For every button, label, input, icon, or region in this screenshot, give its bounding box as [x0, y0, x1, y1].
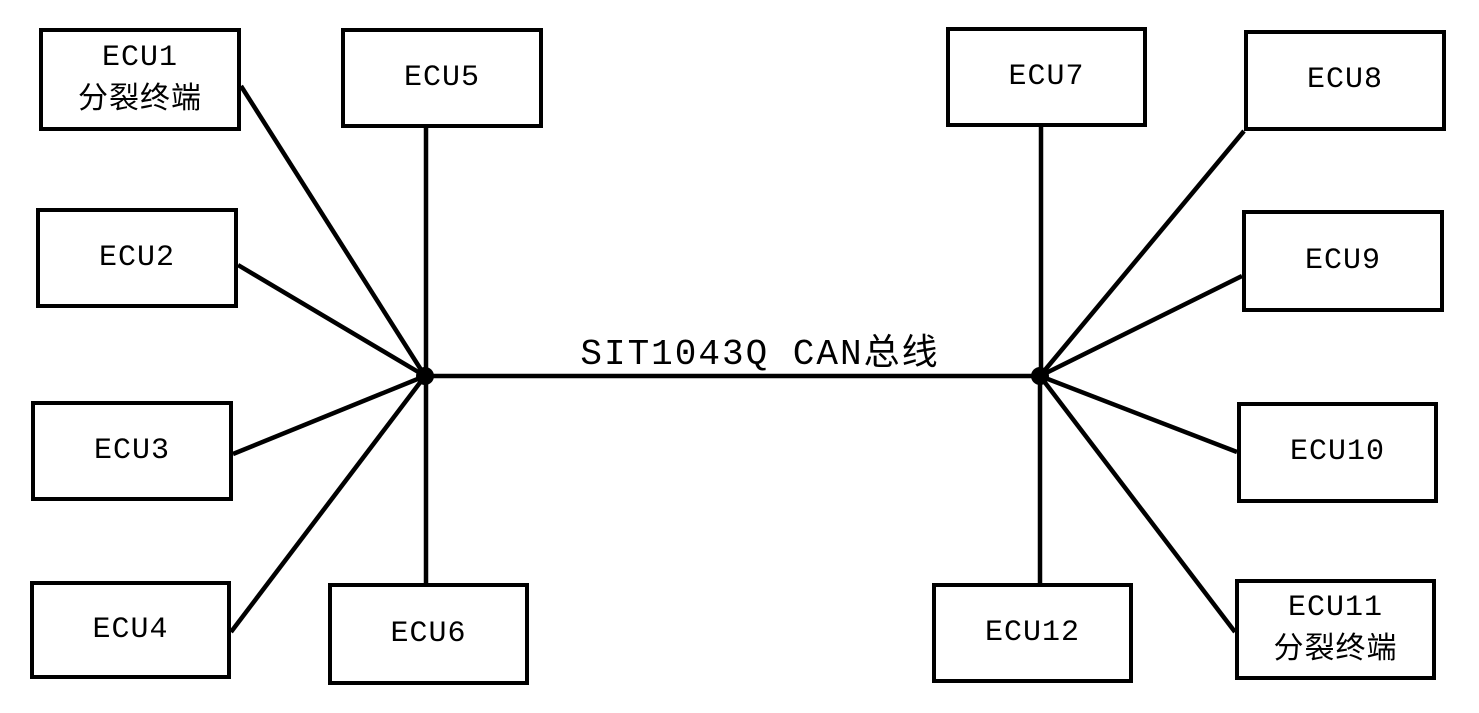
- node-ecu10: ECU10: [1237, 402, 1438, 503]
- edge-ecu3-left-hub: [232, 373, 426, 457]
- right-hub-dot: [1031, 367, 1049, 385]
- node-label: ECU6: [390, 616, 467, 651]
- node-label: ECU5: [403, 60, 480, 95]
- node-label: ECU12: [984, 615, 1080, 650]
- node-ecu8: ECU8: [1244, 30, 1446, 131]
- edge-ecu4-left-hub: [229, 374, 427, 634]
- node-sublabel: 分裂终端: [78, 83, 202, 118]
- node-ecu1: ECU1 分裂终端: [39, 28, 241, 131]
- node-ecu2: ECU2: [36, 208, 238, 308]
- edge-ecu10-right-hub: [1039, 373, 1238, 455]
- node-label: ECU9: [1304, 243, 1381, 278]
- node-ecu3: ECU3: [31, 401, 233, 501]
- node-label: ECU7: [1008, 59, 1085, 94]
- node-label: ECU2: [98, 240, 175, 275]
- node-ecu5: ECU5: [341, 28, 543, 128]
- edge-ecu1-left-hub: [239, 84, 427, 378]
- node-ecu11: ECU11 分裂终端: [1235, 579, 1436, 680]
- node-label: ECU3: [93, 433, 170, 468]
- node-ecu4: ECU4: [30, 581, 231, 679]
- node-label: ECU11: [1287, 590, 1383, 625]
- node-label: ECU10: [1289, 435, 1385, 470]
- node-label: ECU8: [1306, 63, 1383, 98]
- node-sublabel: 分裂终端: [1273, 633, 1398, 668]
- node-ecu9: ECU9: [1242, 210, 1444, 312]
- edge-ecu2-left-hub: [236, 263, 427, 378]
- node-ecu6: ECU6: [328, 583, 529, 685]
- node-ecu7: ECU7: [946, 27, 1147, 127]
- edge-ecu8-right-hub: [1038, 129, 1246, 378]
- node-label: ECU1: [101, 40, 178, 75]
- left-hub-dot: [416, 367, 434, 385]
- edge-ecu11-right-hub: [1038, 374, 1237, 634]
- bus-label: SIT1043Q CAN总线: [580, 334, 940, 375]
- edge-ecu9-right-hub: [1039, 273, 1243, 379]
- node-label: ECU4: [92, 612, 169, 647]
- node-ecu12: ECU12: [932, 583, 1133, 683]
